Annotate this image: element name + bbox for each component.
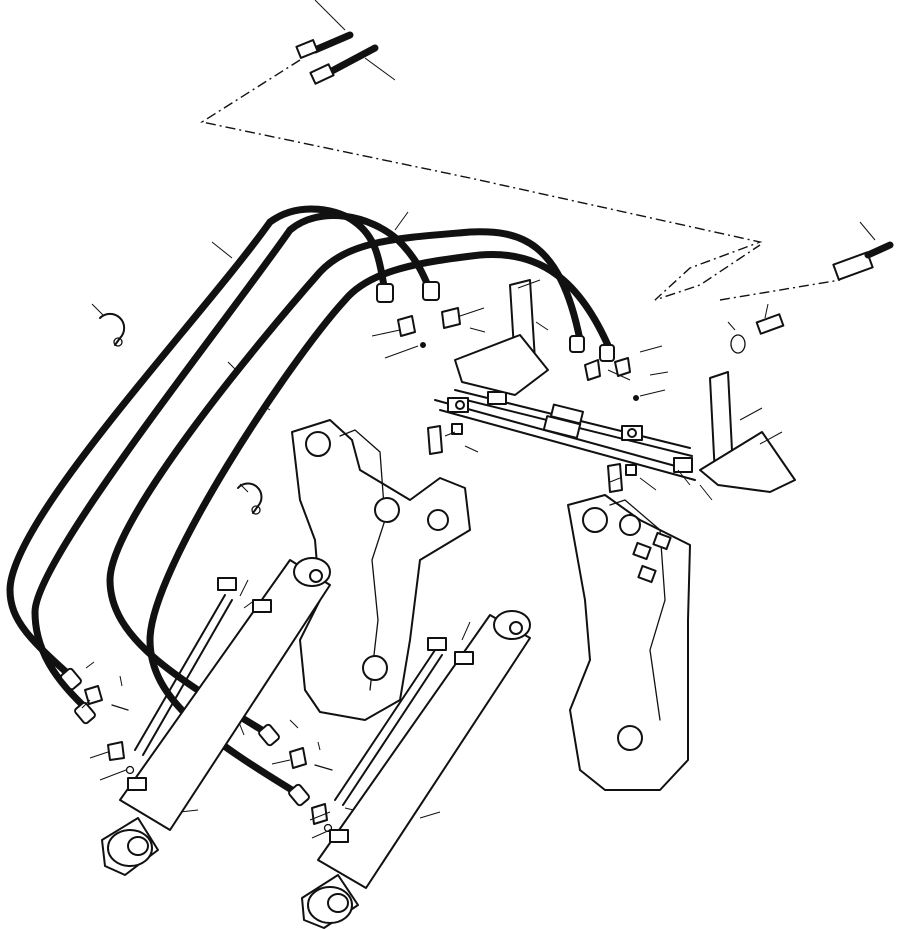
routing-dashed-line xyxy=(200,59,841,301)
hose-clamps xyxy=(99,312,263,515)
right-lift-cylinder xyxy=(301,610,531,929)
right-loader-tower xyxy=(567,494,691,791)
hose-c xyxy=(106,228,584,739)
left-lift-cylinder xyxy=(101,557,331,876)
top-hose-ends xyxy=(295,0,396,85)
hose-assembly xyxy=(6,205,615,807)
tube-manifold xyxy=(434,389,696,481)
fittings-clips xyxy=(84,307,639,833)
mounting-brackets xyxy=(454,279,796,493)
right-hose-end xyxy=(730,221,894,354)
hose-d xyxy=(146,250,614,799)
leader-lines xyxy=(81,211,783,839)
hose-a xyxy=(6,205,389,684)
left-loader-tower xyxy=(291,419,471,721)
